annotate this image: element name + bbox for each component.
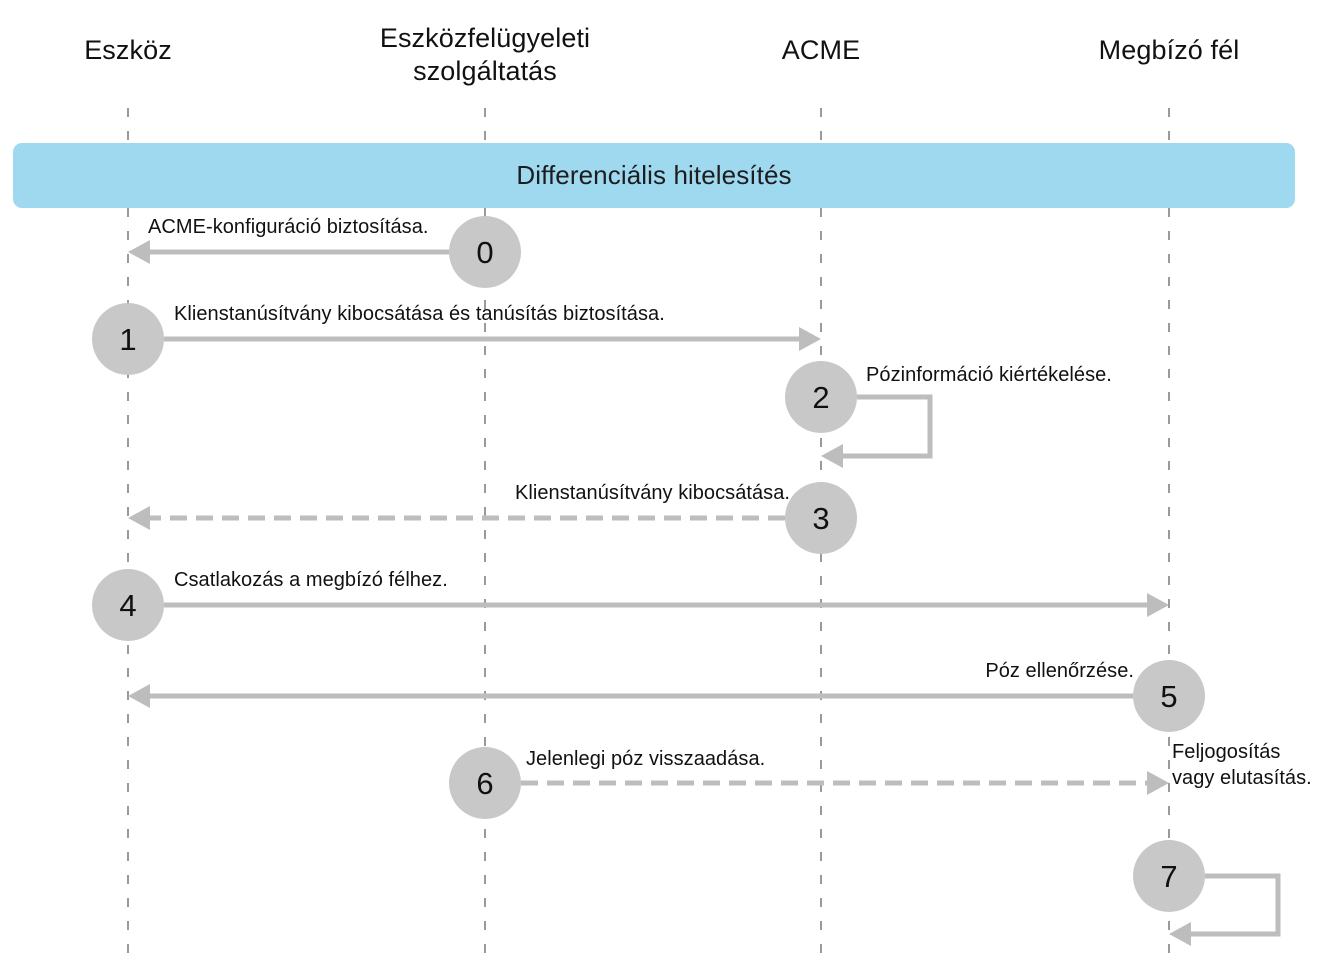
arrow-head [821,444,843,468]
arrow-line [843,394,933,459]
phase-banner-label: Differenciális hitelesítés [516,160,792,190]
arrow-1 [164,327,821,351]
step-badge-4: 4 [92,569,164,641]
step-badge-2: 2 [785,361,857,433]
step-badge-5: 5 [1133,660,1205,732]
arrow-0 [128,240,449,264]
arrow-4 [164,593,1169,617]
arrow-7 [1169,873,1281,946]
arrow-2 [821,394,933,468]
step-badge-7: 7 [1133,840,1205,912]
arrow-head [1147,771,1169,795]
step-label-0: ACME-konfiguráció biztosítása. [148,216,429,238]
arrow-5 [128,684,1133,708]
arrow-6 [521,771,1169,795]
lane-header-acme: ACME [781,35,861,65]
step-label-3: Klienstanúsítvány kibocsátása. [515,482,790,504]
step-badge-6: 6 [449,747,521,819]
arrow-head [1169,922,1191,946]
lane-header-dms: Eszközfelügyeleti szolgáltatás [379,23,591,86]
arrow-head [128,240,150,264]
step-label-5: Póz ellenőrzése. [985,660,1134,682]
step-label-1: Klienstanúsítvány kibocsátása és tanúsít… [174,303,665,325]
arrow-head [128,506,150,530]
step-label-4: Csatlakozás a megbízó félhez. [174,569,448,591]
lane-header-device: Eszköz [84,35,172,65]
lane-header-relying: Megbízó fél [1098,35,1240,65]
step-badge-3: 3 [785,482,857,554]
step-label-7: Feljogosítás vagy elutasítás. [1172,741,1312,789]
arrow-head [1147,593,1169,617]
arrow-head [128,684,150,708]
step-label-6: Jelenlegi póz visszaadása. [526,748,766,770]
step-badge-0: 0 [449,216,521,288]
step-label-2: Pózinformáció kiértékelése. [866,364,1112,386]
arrow-3 [128,506,785,530]
phase-banner: Differenciális hitelesítés [13,143,1295,208]
arrow-head [799,327,821,351]
step-badge-1: 1 [92,303,164,375]
lifelines-group [127,108,1170,963]
arrows-group [128,240,1281,946]
arrow-line [1191,873,1281,937]
